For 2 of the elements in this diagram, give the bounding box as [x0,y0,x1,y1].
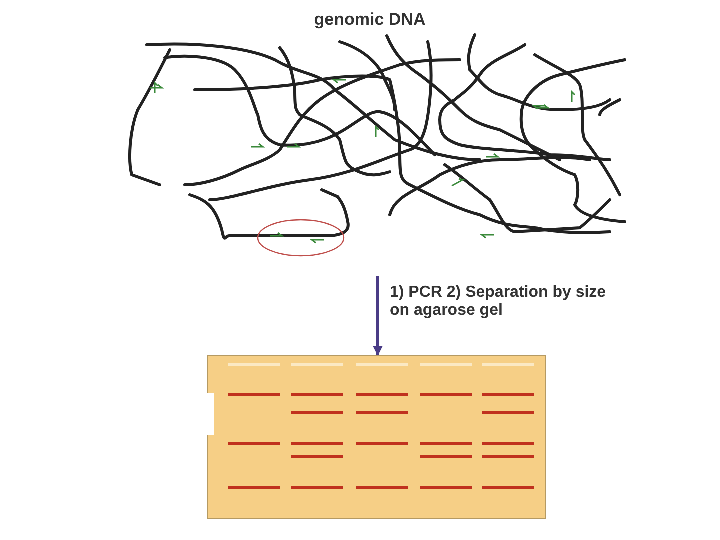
drawing-heading: genomic DNA [313,10,427,30]
arrow [373,276,383,356]
